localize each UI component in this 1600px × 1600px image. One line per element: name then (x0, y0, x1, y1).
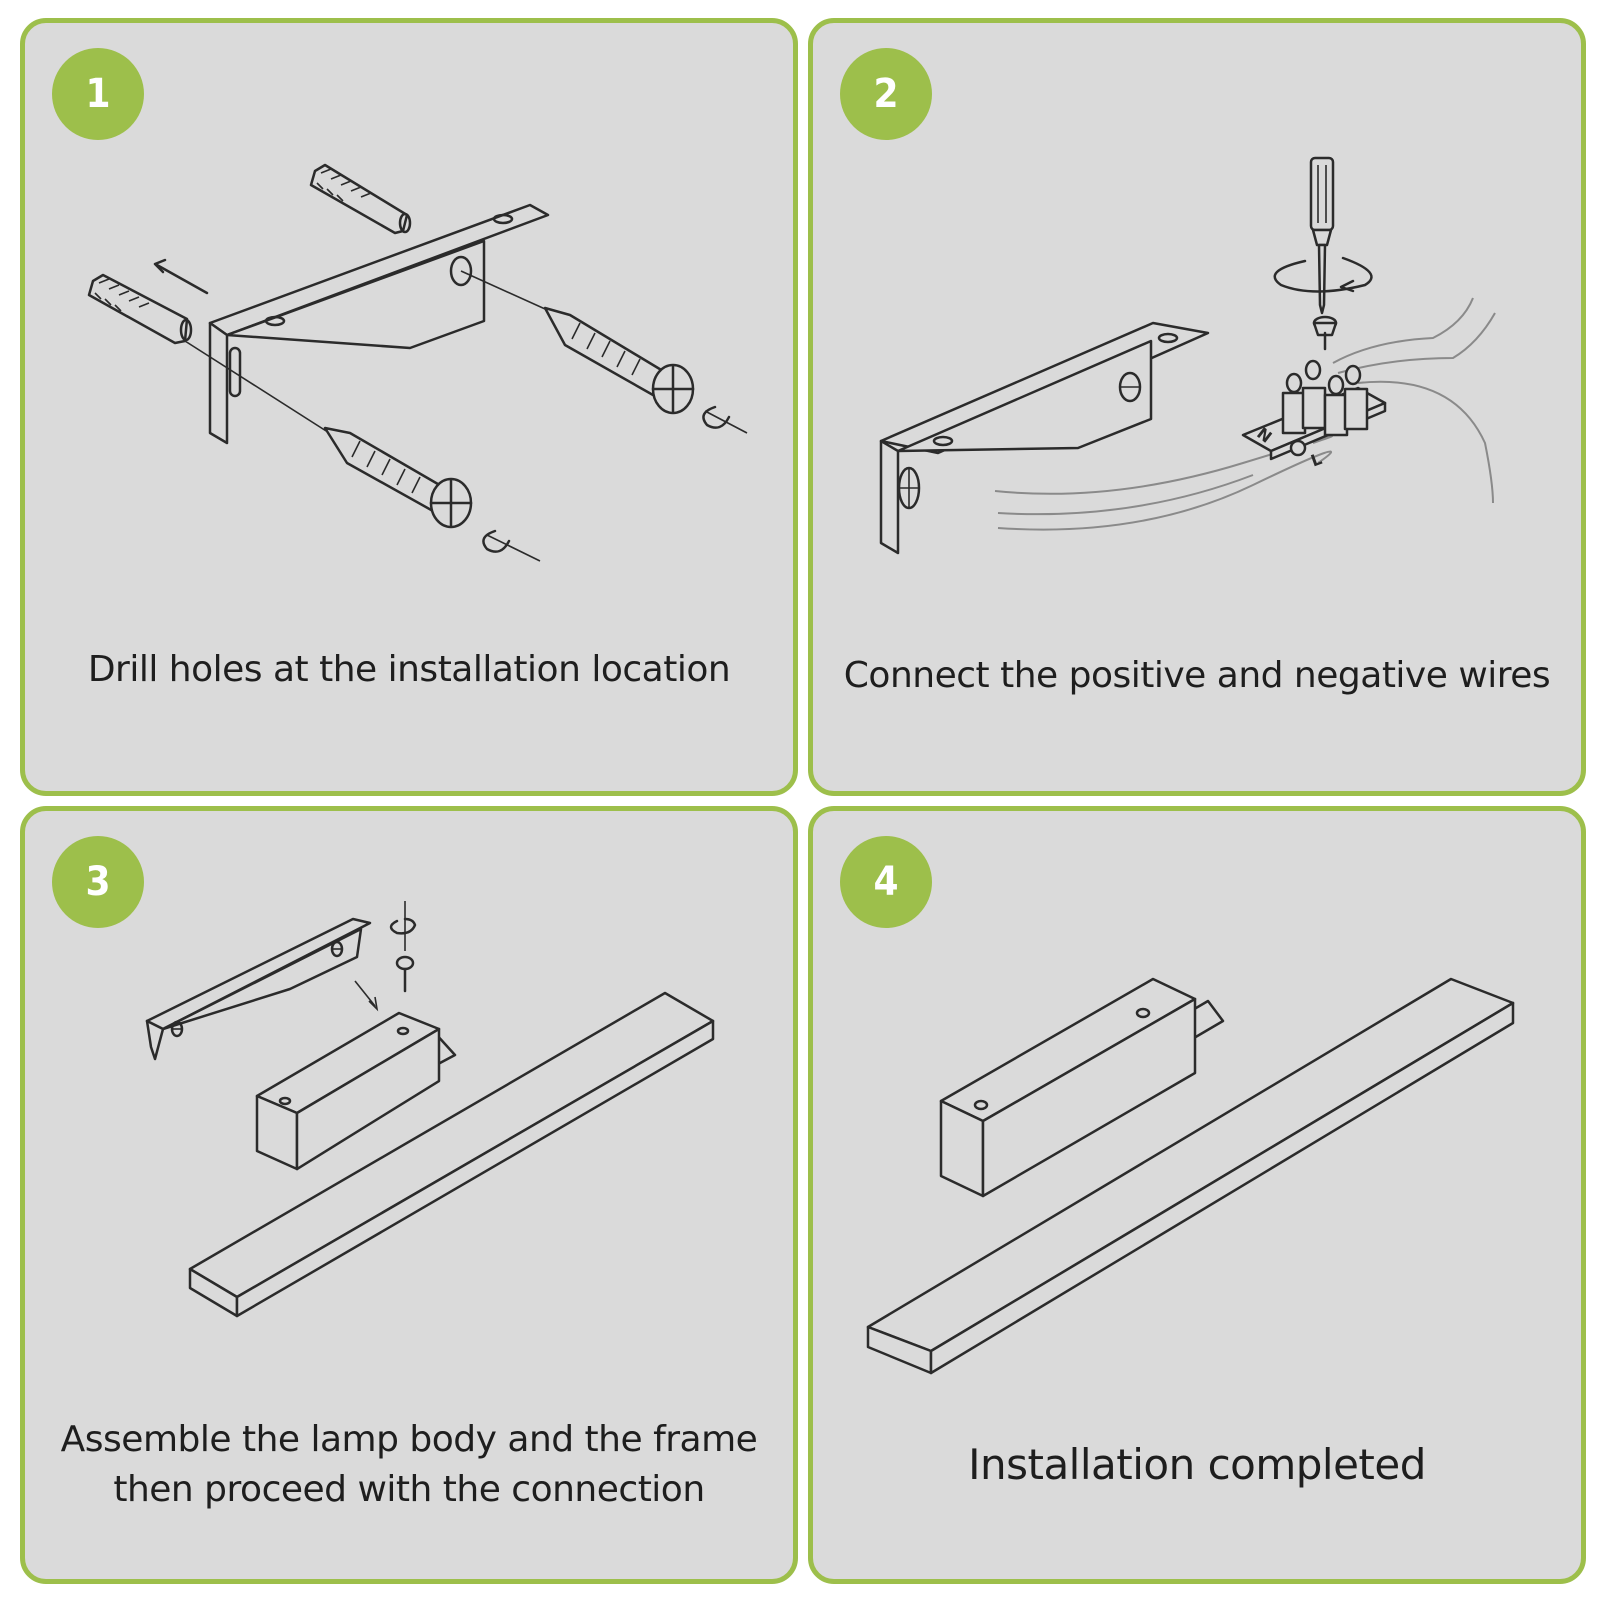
step-2-caption: Connect the positive and negative wires (843, 655, 1551, 696)
screw-upper (543, 306, 748, 434)
step-2-panel: 2 (808, 18, 1586, 796)
step-4-caption: Installation completed (968, 1440, 1426, 1489)
step-1-caption: Drill holes at the installation location (87, 649, 731, 690)
step-4-number-badge: 4 (840, 836, 932, 928)
drill-holes-illustration (87, 163, 748, 562)
installed-lamp-illustration (866, 977, 1515, 1375)
step-3-panel: 3 Assemble the (20, 806, 798, 1584)
step-3-caption-line-2: then proceed with the connection (113, 1469, 705, 1510)
wall-plug-upper (309, 163, 412, 235)
wall-bracket (208, 203, 550, 445)
insert-arrow (155, 263, 209, 295)
lamp-body (188, 991, 715, 1318)
frame-bracket (145, 917, 372, 1061)
terminal-screw (1312, 315, 1338, 351)
step-2-number-badge: 2 (840, 48, 932, 140)
assembly-arrow (354, 980, 376, 1007)
screw-lower (323, 426, 541, 562)
mounting-screw (389, 901, 417, 993)
step-4-panel: 4 Installation completed (808, 806, 1586, 1584)
step-3-caption: Assemble the lamp body and the frame the… (45, 1415, 773, 1515)
connect-wires-illustration: N L (879, 156, 1496, 555)
wall-plug-lower (87, 273, 193, 345)
step-3-caption-line-1: Assemble the lamp body and the frame (60, 1419, 758, 1460)
step-1-number-badge: 1 (52, 48, 144, 140)
power-cable (994, 297, 1496, 531)
completed-lamp (866, 977, 1515, 1375)
terminal-block: N L (1241, 359, 1387, 470)
step-3-number-badge: 3 (52, 836, 144, 928)
screwdriver-icon (1273, 156, 1373, 315)
assemble-lamp-illustration (145, 901, 715, 1318)
step-1-panel: 1 (20, 18, 798, 796)
wall-bracket (879, 321, 1210, 555)
